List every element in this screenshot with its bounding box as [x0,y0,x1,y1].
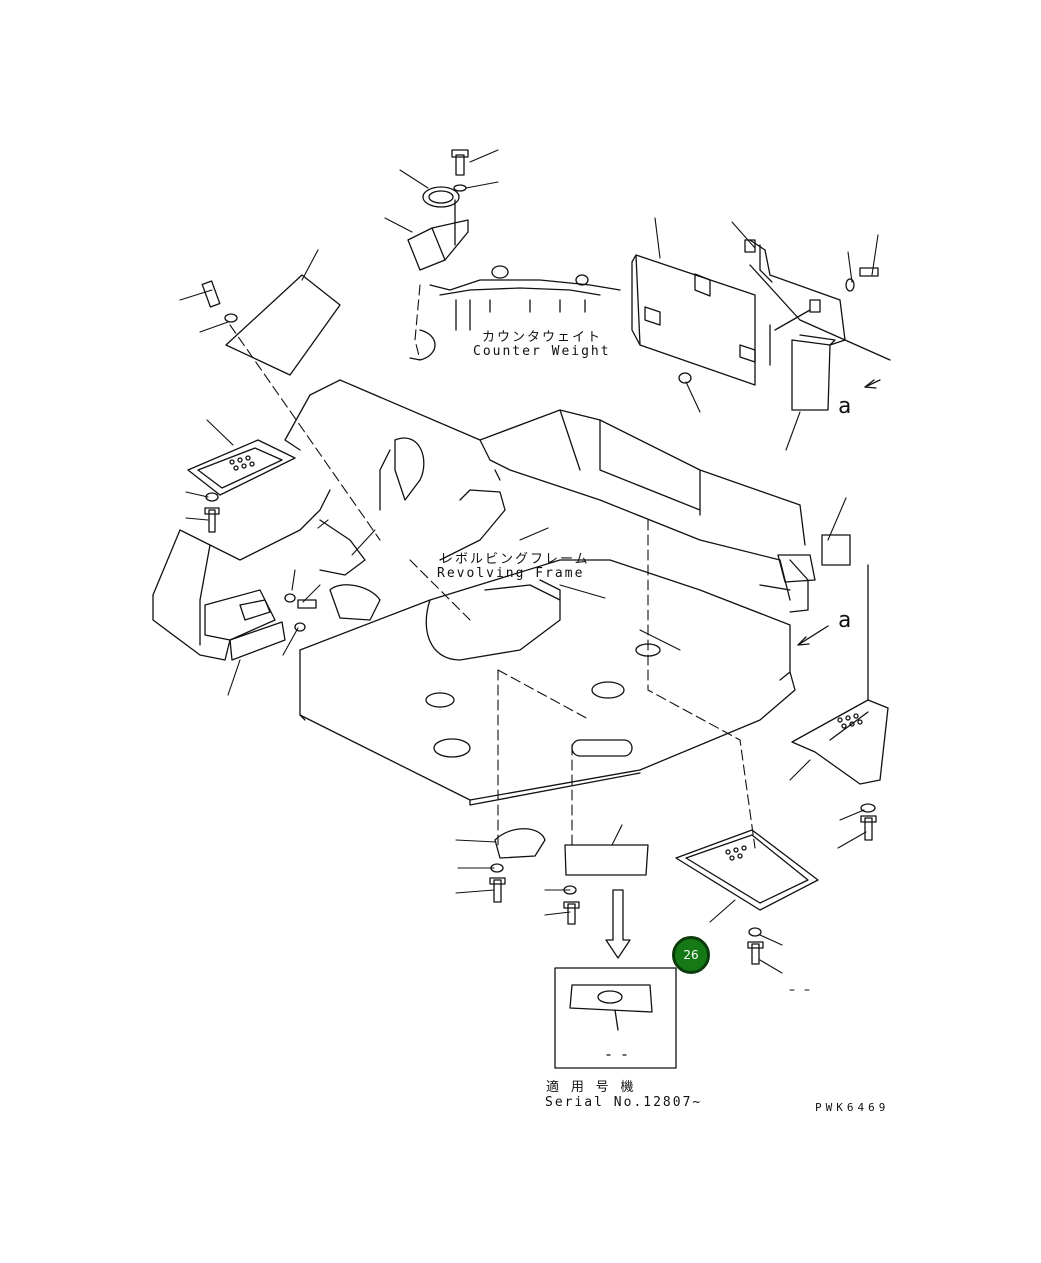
cushion-pad [791,334,836,411]
bottom-cover-rect [563,844,649,925]
frame-label-jp: レボルビングフレーム [440,552,590,567]
counterweight-label-en: Counter Weight [473,344,611,359]
bottom-cover-large [675,829,819,965]
right-side-cover [791,564,889,841]
top-left-cover [201,274,341,376]
drawing-code: PWK6469 [815,1101,890,1114]
bottom-cover-round [489,828,546,903]
inset-box [554,967,677,1069]
arrow-to-inset [605,889,631,959]
frame-label-en: Revolving Frame [437,566,585,581]
view-a-label-top: a [838,394,852,419]
bracket [744,239,891,361]
callout-number-badge[interactable]: 26 [672,936,710,974]
serial-label-en: Serial No.12807~ [545,1095,703,1110]
small-block [777,534,851,583]
left-small-cover [229,593,317,661]
pipe-clamp [407,149,469,271]
left-inspection-cover [187,439,296,533]
view-arrows [797,379,881,646]
dashed-leaders [229,284,756,851]
view-a-label-mid: a [838,608,852,633]
revolving-frame-outline [152,379,809,806]
counterweight-label-jp: カウンタウェイト [482,330,603,345]
rear-cover-plate [631,254,771,386]
counterweight [409,265,621,361]
serial-label-jp: 適 用 号 機 [546,1080,636,1095]
part-leader-lines [179,149,879,991]
